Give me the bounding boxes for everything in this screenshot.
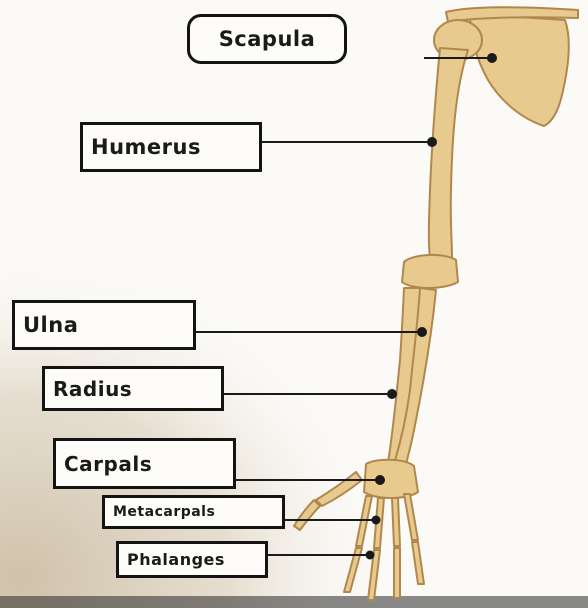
label-humerus: Humerus [80,122,262,172]
scapula-bone [470,14,569,126]
phalanx-4 [412,542,424,584]
label-carpals: Carpals [53,438,236,489]
thumb-phalanx [294,500,320,530]
metacarpal-3 [392,498,400,546]
phalanx-3 [394,548,400,598]
thumb-bone [316,472,362,506]
humerus-bone [429,48,468,258]
metacarpal-4 [404,494,418,540]
label-ulna: Ulna [12,300,196,350]
label-phalanges: Phalanges [116,541,268,578]
elbow-joint [402,255,458,288]
label-radius: Radius [42,366,224,411]
carpal-bones [364,460,418,498]
label-scapula: Scapula [187,14,347,64]
label-metacarpals: Metacarpals [102,495,285,529]
